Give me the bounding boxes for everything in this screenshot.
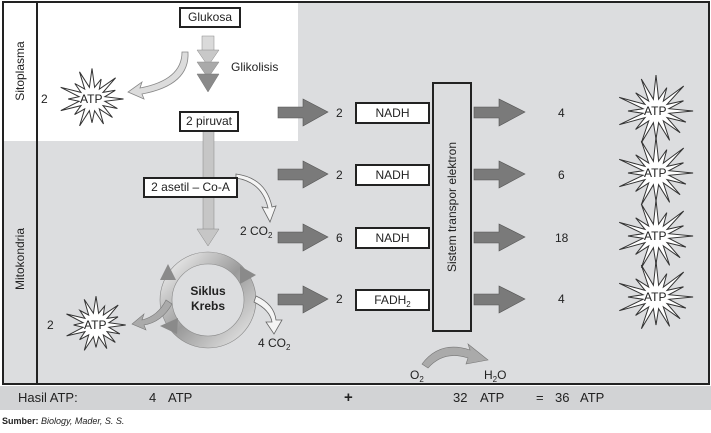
krebs-label-line2: Krebs bbox=[190, 299, 225, 313]
carrier-count-3: 6 bbox=[336, 231, 343, 245]
summary-total-count: 36 bbox=[555, 390, 570, 405]
atp-star-label-glycolysis: ATP bbox=[80, 92, 103, 106]
acetyl-coa-box: 2 asetil – Co-A bbox=[143, 177, 238, 198]
cytoplasm-label-band bbox=[3, 2, 38, 141]
summary-equals: = bbox=[536, 390, 544, 405]
atp-star-label-4: ATP bbox=[644, 290, 667, 304]
atp-star-4 bbox=[618, 260, 694, 329]
summary-plus: + bbox=[344, 389, 353, 406]
glycolysis-label: Glikolisis bbox=[231, 60, 279, 74]
oxygen-label: O2 bbox=[410, 368, 424, 384]
acetyl-down-arrowhead bbox=[196, 228, 220, 247]
carrier-count-2: 2 bbox=[336, 168, 343, 182]
acetyl-co2-label: 2 CO2 bbox=[240, 224, 273, 240]
carrier-input-arrows bbox=[277, 98, 329, 314]
mitochondria-label: Mitokondria bbox=[13, 227, 27, 291]
atp-output-3: 18 bbox=[555, 231, 569, 245]
glycolysis-atp-count: 2 bbox=[41, 92, 48, 106]
cytoplasm-label: Sitoplasma bbox=[13, 41, 27, 101]
pyruvate-box: 2 piruvat bbox=[179, 111, 239, 132]
carrier-count-1: 2 bbox=[336, 106, 343, 120]
summary-right-unit: ATP bbox=[480, 390, 505, 405]
electron-transport-label: Sistem transpor elektron bbox=[445, 141, 459, 273]
krebs-co2-arrow bbox=[253, 295, 283, 335]
atp-output-2: 6 bbox=[558, 168, 565, 182]
atp-star-label-2: ATP bbox=[644, 166, 667, 180]
atp-star-label-3: ATP bbox=[644, 229, 667, 243]
water-label: H2O bbox=[484, 368, 507, 384]
carrier-box-nadh-2: NADH bbox=[355, 164, 430, 186]
krebs-label-line1: Siklus bbox=[190, 284, 226, 298]
etc-output-arrows bbox=[473, 98, 526, 314]
glucose-box: Glukosa bbox=[179, 7, 241, 28]
carrier-count-4: 2 bbox=[336, 292, 343, 306]
atp-star-label-krebs: ATP bbox=[84, 318, 107, 332]
source-credit: Sumber: Biology, Mader, S. S. bbox=[2, 416, 125, 426]
krebs-atp-arrow bbox=[131, 299, 173, 331]
atp-star-label-1: ATP bbox=[644, 104, 667, 118]
atp-star-glycolysis bbox=[60, 68, 124, 127]
atp-output-4: 4 bbox=[558, 292, 565, 306]
acetyl-co2-arrow bbox=[235, 173, 277, 223]
cytoplasm-region bbox=[38, 2, 298, 141]
oxygen-water-arrow bbox=[421, 343, 489, 369]
krebs-co2-label: 4 CO2 bbox=[258, 336, 291, 352]
atp-summary-bar: Hasil ATP: 4 ATP + 32 ATP = 36 ATP bbox=[0, 386, 711, 410]
carrier-box-fadh2: FADH2 bbox=[355, 289, 430, 311]
electron-transport-box bbox=[432, 82, 472, 332]
carrier-box-nadh-3: NADH bbox=[355, 227, 430, 249]
panel-border bbox=[2, 1, 710, 385]
carrier-box-nadh-1: NADH bbox=[355, 102, 430, 124]
krebs-cycle bbox=[159, 251, 257, 349]
summary-label: Hasil ATP: bbox=[18, 390, 78, 405]
atp-output-1: 4 bbox=[558, 106, 565, 120]
glycolysis-atp-arrow bbox=[127, 51, 189, 100]
summary-right-count: 32 bbox=[453, 390, 468, 405]
glycolysis-arrows bbox=[196, 35, 220, 93]
summary-left-count: 4 bbox=[149, 390, 157, 405]
summary-total-unit: ATP bbox=[580, 390, 605, 405]
atp-star-krebs bbox=[66, 296, 126, 351]
summary-left-unit: ATP bbox=[168, 390, 193, 405]
krebs-atp-count: 2 bbox=[47, 318, 54, 332]
